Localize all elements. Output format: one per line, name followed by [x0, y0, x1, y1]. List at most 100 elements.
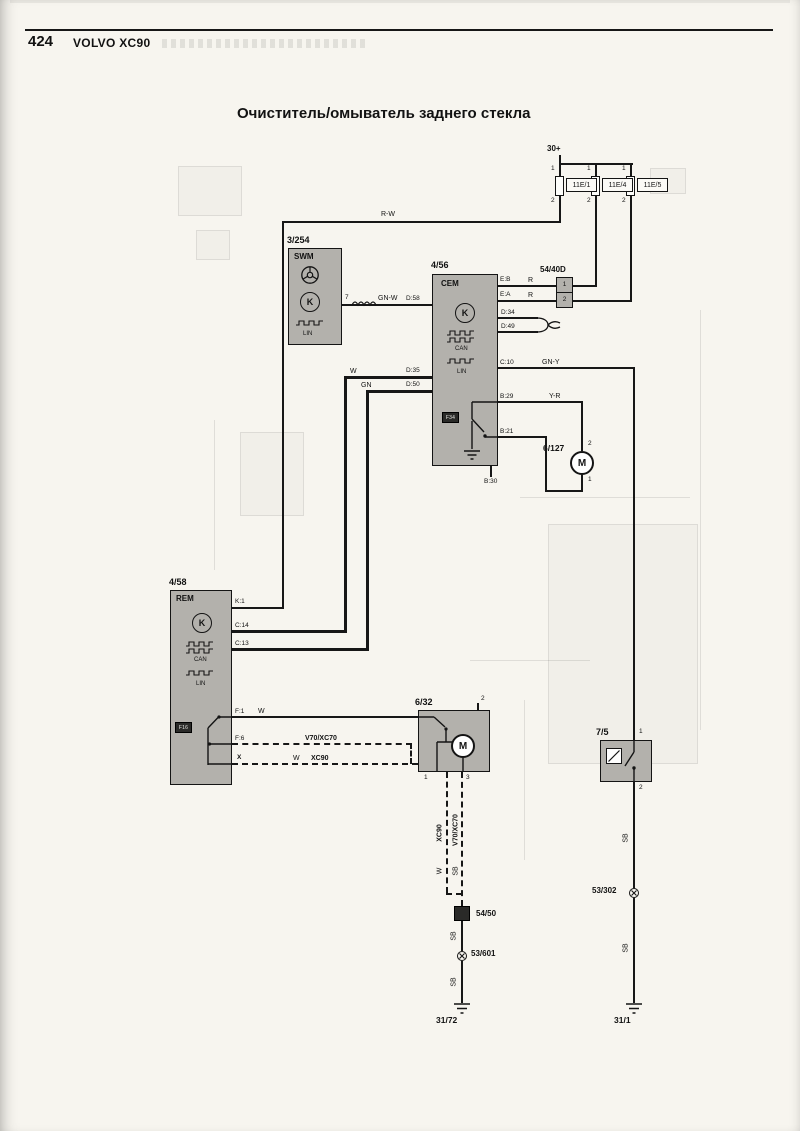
wire-w-bus [232, 630, 346, 633]
wire-segment [498, 436, 547, 438]
connector-pin: 2 [562, 296, 567, 304]
wire-color-label: GN [361, 382, 372, 389]
splice-x-icon [630, 889, 637, 896]
pin-label: K:1 [235, 598, 245, 605]
pin-label: 3 [466, 774, 470, 781]
wire-gny [498, 367, 635, 369]
pin-label: 1 [639, 728, 643, 735]
component-name: SWM [294, 252, 314, 261]
driver-stage-box: F34 [442, 412, 459, 423]
wire-variant-xc90 [446, 893, 462, 895]
wire-segment [581, 474, 583, 492]
can-waveform-icon [186, 641, 213, 654]
wire-rw [282, 221, 561, 223]
splice-id: 53/302 [592, 886, 617, 895]
ground-id: 31/72 [436, 1015, 458, 1025]
lin-waveform-icon [186, 670, 213, 676]
component-name: CEM [441, 279, 459, 288]
wire-segment [545, 490, 583, 492]
wire-segment [581, 401, 583, 451]
component-name: REM [176, 594, 194, 603]
connector-pin: 1 [557, 278, 572, 293]
wire-segment [545, 436, 547, 492]
diagram-title: Очиститель/омыватель заднего стекла [237, 105, 531, 122]
fuse-pin-label: 2 [551, 197, 555, 204]
wire-segment [559, 155, 561, 164]
splice-53-601 [457, 951, 467, 961]
wire-color-label: W [436, 867, 444, 875]
ignition-key-icon: K [455, 303, 475, 323]
fuse-pin-label: 2 [622, 197, 626, 204]
component-id: 6/32 [415, 697, 433, 707]
fuse-id-box: 11E/5 [637, 178, 668, 192]
model-title: VOLVO XC90 [73, 36, 151, 50]
wire-variant-xc90 [232, 763, 438, 765]
splice-x-icon [458, 952, 465, 959]
washer-pump-unit [418, 710, 490, 772]
wire-color-label: GN-Y [542, 359, 560, 366]
scan-edge-artifact [10, 0, 790, 3]
fuse-symbol [555, 176, 564, 196]
wire-segment [342, 304, 432, 306]
pin-label: D:50 [406, 381, 420, 388]
connector-id: 54/40D [540, 265, 566, 274]
pin-label: D:49 [501, 323, 515, 330]
wire-color-label: W [258, 708, 265, 715]
pin-label: C:10 [500, 359, 514, 366]
bus-label: LIN [303, 331, 313, 337]
print-bleed-artifact [196, 230, 230, 260]
fuse-pin-label: 1 [587, 165, 591, 172]
twisted-pair-icon [536, 317, 561, 333]
wire-segment [232, 607, 284, 609]
pin-label: 2 [588, 440, 592, 447]
wire-w-f1 [232, 716, 418, 718]
wire-rw [282, 221, 284, 608]
wire-variant-xc90 [446, 772, 448, 893]
lin-waveform-icon [296, 320, 323, 326]
pin-label: X [237, 754, 242, 761]
bus-label: LIN [457, 369, 467, 375]
pin-label: D:58 [406, 295, 420, 302]
diagonal-sensor-icon [607, 749, 620, 762]
can-waveform-icon [447, 330, 474, 343]
fuse-pin-label: 1 [622, 165, 626, 172]
wiper-motor-icon: M [570, 451, 594, 475]
relay-contacts-icon [418, 716, 464, 772]
pin-label: F:6 [235, 735, 245, 742]
print-bleed-artifact [470, 660, 590, 661]
wire-segment [595, 163, 597, 176]
pin-label: D:35 [406, 367, 420, 374]
pin-label: 1 [424, 774, 428, 781]
pin-label: E:B [500, 276, 511, 283]
pin-label: 7 [345, 294, 349, 301]
pin-label: E:A [500, 291, 511, 298]
connector-id: 54/50 [476, 909, 497, 918]
wire-sb [633, 898, 635, 1003]
print-bleed-artifact [524, 700, 525, 860]
wire-color-label: GN-W [378, 295, 398, 302]
wire-variant-v70 [410, 743, 412, 764]
wire-segment [498, 317, 538, 319]
steering-wheel-icon [301, 266, 319, 284]
fuse-id-box: 11E/1 [566, 178, 597, 192]
wire-yr [498, 401, 583, 403]
pin-label: 2 [481, 695, 485, 702]
ground-icon [626, 1003, 642, 1014]
ground-icon [454, 1003, 470, 1014]
component-id: 6/127 [543, 443, 565, 453]
wire-gn-bus [232, 648, 369, 651]
connector-54-50 [454, 906, 470, 921]
pin-label: B:29 [500, 393, 514, 400]
sensor-box [606, 748, 622, 764]
print-bleed-artifact [520, 497, 690, 498]
print-bleed-artifact [240, 432, 304, 516]
connector-54-40d: 1 2 [556, 277, 573, 308]
pin-label: D:34 [501, 309, 515, 316]
pin-label: B:21 [500, 428, 514, 435]
wire-color-label: SB [622, 943, 630, 953]
variant-label: V70/XC70 [452, 814, 460, 846]
wire-color-label: SB [452, 866, 460, 876]
component-id: 3/254 [287, 235, 310, 245]
wire-segment [559, 196, 561, 222]
wire-variant-v70 [461, 772, 463, 906]
